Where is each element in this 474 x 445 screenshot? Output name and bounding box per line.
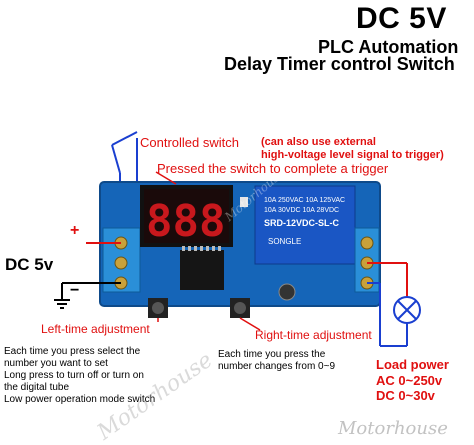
left-note-line: Low power operation mode switch <box>4 394 156 405</box>
svg-text:888: 888 <box>146 196 225 247</box>
svg-text:SRD-12VDC-SL-C: SRD-12VDC-SL-C <box>264 218 340 228</box>
right-time-adjustment-label: Right-time adjustment <box>255 328 372 342</box>
svg-text:10A 30VDC 10A 28VDC: 10A 30VDC 10A 28VDC <box>264 207 339 214</box>
left-note-line: Each time you press select the <box>4 346 141 357</box>
left-time-adjustment-label: Left-time adjustment <box>41 322 150 336</box>
left-note-line: the digital tube <box>4 382 70 393</box>
right-note-line: Each time you press the <box>218 349 326 360</box>
subtitle-plc: PLC Automation <box>318 37 459 57</box>
minus-sign: − <box>70 282 80 299</box>
chip <box>180 250 224 290</box>
digital-tube-display: 888 <box>140 185 233 247</box>
right-button-note: Each time you press the number changes f… <box>218 349 335 373</box>
dc-range-label: DC 0~30v <box>376 388 435 403</box>
svg-text:SONGLE: SONGLE <box>268 237 301 246</box>
ac-range-label: AC 0~250v <box>376 373 443 388</box>
controlled-switch-note-2: high-voltage level signal to trigger) <box>261 149 444 161</box>
relay: 10A 250VAC 10A 125VAC 10A 30VDC 10A 28VD… <box>254 185 356 265</box>
svg-text:10A 250VAC 10A 125VAC: 10A 250VAC 10A 125VAC <box>264 197 345 204</box>
right-note-line: number changes from 0~9 <box>218 361 336 372</box>
right-button-graphic <box>230 298 250 318</box>
controlled-switch-label: Controlled switch <box>140 135 239 150</box>
watermark-bottom: Motorhouse <box>338 418 448 439</box>
right-terminal-block <box>354 227 380 293</box>
controlled-switch-note-1: (can also use external <box>261 136 376 148</box>
dc5v-label: DC 5v <box>5 255 54 274</box>
left-button-note: Each time you press select the number yo… <box>4 346 155 406</box>
left-note-line: number you want to set <box>4 358 108 369</box>
subtitle-delay-timer: Delay Timer control Switch <box>224 54 455 74</box>
plus-sign: + <box>70 222 80 239</box>
left-terminal-block <box>102 227 141 293</box>
load-power-label: Load power <box>376 357 449 372</box>
page-title: DC 5V <box>356 2 447 35</box>
left-button-graphic <box>148 298 168 318</box>
pressed-switch-label: Pressed the switch to complete a trigger <box>157 161 389 176</box>
lamp-icon <box>393 296 421 324</box>
left-note-line: Long press to turn off or turn on <box>4 370 144 381</box>
